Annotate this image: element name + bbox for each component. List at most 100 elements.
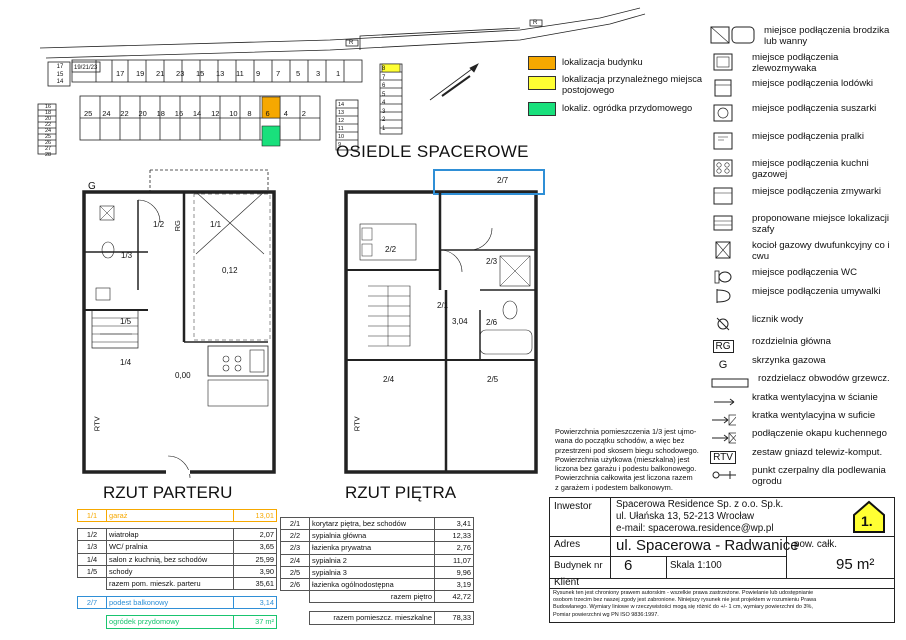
site-building-number: 1 [336,69,341,78]
garage-row: 1/1 garaż 13,01 [77,508,277,523]
site-building-number: 10 [338,134,345,140]
room-number: 2/3 [280,541,310,555]
site-building-number: 20 [138,109,147,118]
legend-symbol-text: RTV [710,450,736,464]
rtv-ground-label: RTV [92,416,102,432]
boiler-icon [710,240,736,260]
room-name: wiatrołap [106,528,234,542]
north-arrow-icon [429,63,479,101]
legend-row: rozdzielacz obwodów grzewcz. [710,373,900,393]
site-building-number: 25 [84,109,93,118]
site-building-number: 4 [382,100,386,106]
legend-label: miejsce podłączenia zlewozmywaka [752,52,839,74]
site-building-number: 5 [382,91,386,98]
level-ground-label: 0,00 [175,371,191,380]
legend-label: rozdzielnia główna [752,336,831,347]
ground-total-name: razem pom. mieszk. parteru [106,576,234,591]
note-line: Powierzchnia całkowita jest liczona raze… [555,473,693,483]
ground-total-area: 35,61 [233,576,277,591]
room-number: 2/1 [280,516,310,531]
site-building-number: 20 [44,116,52,122]
legend-rg-icon: RG [710,336,736,356]
room-number: 1/2 [77,528,107,542]
room-area: 2,07 [233,528,277,542]
sink-icon [710,52,736,72]
legend-row: podłączenie okapu kuchennego [710,428,900,448]
room-2-3-label: 2/3 [486,257,498,266]
room-area: 3,90 [233,564,277,578]
address-value: ul. Spacerowa - Radwanice [616,537,799,554]
legend-row: proponowane miejsce lokalizacji szafy [710,213,900,235]
site-building-number: 21 [156,69,165,78]
site-building-number: 15 [56,71,64,78]
room-area: 2,76 [434,541,474,555]
site-building-number: 13 [216,69,225,78]
ground-floor-plan [82,169,276,479]
room-1-5-label: 1/5 [120,317,132,326]
wardrobe-icon [710,213,736,233]
site-legend-swatch-garden [528,102,556,116]
grand-total-area: 78,33 [434,611,474,625]
client-label: Klient [554,577,580,588]
room-area: 12,33 [434,529,474,543]
room-name: sypialnia 3 [309,565,435,579]
garden-name: ogródek przydomowy [106,615,234,629]
site-building-number: 7 [382,74,386,81]
grand-total-row: razem pomieszcz. mieszkalne 78,33 [281,611,474,625]
site-building-number: 22 [44,122,52,128]
room-name: salon z kuchnią, bez schodów [106,552,234,566]
site-building-number: 28 [44,152,52,158]
legend-label: rozdzielacz obwodów grzewcz. [758,373,890,384]
site-building-number: 3 [316,69,321,78]
legend-label: podłączenie okapu kuchennego [752,428,887,439]
legend-row: miejsce podłączenia kuchni gazowej [710,158,900,180]
site-building-number: 23 [176,69,185,78]
room-number: 2/2 [280,529,310,543]
legend-row: licznik wody [710,314,900,334]
upper-total-area: 42,72 [434,590,474,604]
note-line: przestrzeni pod skosem biegu schodowego. [555,445,699,455]
site-plan-title: OSIEDLE SPACEROWE [336,142,529,161]
room-2-2-label: 2/2 [385,245,397,254]
water-meter-icon [710,314,736,334]
room-number: 1/3 [77,540,107,554]
room-name: WC/ pralnia [106,540,234,554]
total-area-value: 95 m² [836,556,875,573]
site-building-number: 18 [156,109,165,118]
note-line: wana do początku schodów, a więc bez [555,436,685,446]
room-number: 1/4 [77,552,107,566]
level-garage-label: 0,12 [222,266,238,275]
legend-label: kocioł gazowy dwufunkcyjny co i cwu [752,240,890,262]
note-line: Powierzchnia użytkowa (mieszkalna) jest [555,454,690,464]
site-building-number: 6 [382,83,386,89]
legend-label: licznik wody [752,314,804,325]
garage-name: garaż [106,508,234,523]
site-building-number: 8 [382,66,386,72]
disclaimer: Rysunek ten jest chroniony prawem autors… [553,590,893,619]
upper-floor-title: RZUT PIĘTRA [345,483,457,502]
area-note: Powierzchnia pomieszczenia 1/3 jest ujmo… [555,427,720,492]
site-building-number: 19 [136,69,145,78]
garage-no: 1/1 [77,508,107,523]
site-building-number: 12 [211,109,220,118]
site-label-r-mid: R [349,40,354,46]
site-numbers-small: 19/21/23 [74,65,98,71]
dryer-icon [710,103,736,123]
site-building-number: 5 [296,69,301,78]
washer-icon [710,131,736,151]
site-legend-parking: lokalizacja przynależnego miejsca postoj… [562,74,703,95]
legend-symbol-text: RG [712,339,734,353]
room-name: sypialnia 2 [309,553,435,567]
site-building-number: 27 [44,146,52,152]
room-1-1-label: 1/1 [210,220,222,229]
room-area: 3,65 [233,540,277,554]
note-line: Powierzchnia pomieszczenia 1/3 jest ujmo… [555,427,697,436]
site-building-number: 15 [196,69,205,78]
site-building-number: 9 [338,142,342,148]
